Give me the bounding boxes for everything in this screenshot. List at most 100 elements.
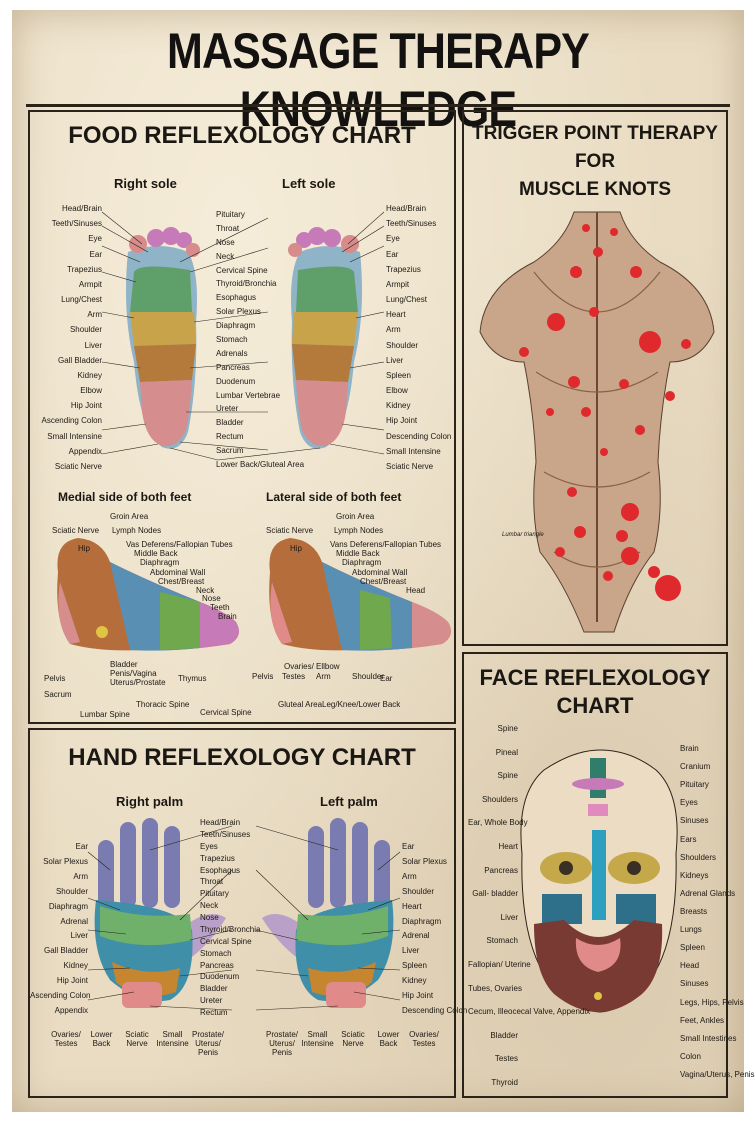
reflex-point-label: Spleen xyxy=(680,943,705,953)
reflex-point-label: Hip xyxy=(78,544,91,553)
reflex-point-label: Nose xyxy=(216,237,235,247)
reflex-point-label: Head/Brain xyxy=(61,204,102,213)
reflex-point-label: Duodenum xyxy=(200,972,240,982)
reflex-point-label: Cecum, Illeocecal Valve, Appendix xyxy=(468,1007,591,1017)
reflex-point-label: Elbow xyxy=(386,386,408,396)
reflex-point-label: Breasts xyxy=(680,907,708,916)
reflex-point-label: Sinuses xyxy=(680,979,709,989)
reflex-point-label: Duodenum xyxy=(216,376,256,386)
reflex-point-label: Spleen xyxy=(386,370,411,380)
reflex-point-label: Eyes xyxy=(680,798,698,808)
reflex-point-label: Liver xyxy=(386,355,404,365)
reflex-point-label: Thyroid xyxy=(491,1078,518,1087)
reflex-point-label: Sciatic Nerve xyxy=(52,526,100,535)
reflex-point-label: Gall- bladder xyxy=(472,889,518,899)
reflex-point-label: Ear xyxy=(402,842,415,851)
lumbar-triangle-caption: Lumbar triangle xyxy=(502,532,544,538)
reflex-point-label: Trapezius xyxy=(67,264,102,274)
reflex-point-label: Ureter xyxy=(216,404,239,414)
reflex-point-label: Solar Plexus xyxy=(402,856,447,866)
reflex-point-label: Solar Plexus xyxy=(43,856,88,866)
reflex-point-label: Liver xyxy=(402,946,420,956)
reflex-point-label: Feet, Ankles xyxy=(680,1015,725,1025)
reflex-point-label: Pineal xyxy=(495,747,518,757)
reflex-point-label: Appendix xyxy=(54,1006,88,1015)
hand-panel-title: HAND REFLEXOLOGY CHART xyxy=(68,744,416,771)
lateral-foot-illustration xyxy=(269,538,451,651)
reflex-point-label: Nose xyxy=(200,913,219,922)
reflex-point-label: Eyes xyxy=(200,841,218,851)
reflex-point-label: Pancreas xyxy=(484,865,518,875)
poster-title: MASSAGE THERAPY KNOWLEDGE xyxy=(167,23,590,137)
reflex-point-label: Shoulder xyxy=(402,886,435,896)
reflex-point-label: Teeth/Sinuses xyxy=(386,219,437,229)
reflex-point-label: Diaphragm xyxy=(140,558,180,567)
trigger-title-line-3: MUSCLE KNOTS xyxy=(519,179,671,200)
reflex-point-label: Bladder xyxy=(200,984,228,994)
reflex-point-label: Appendix xyxy=(68,446,102,456)
reflex-point-label: Leg/Knee/Lower Back xyxy=(322,700,401,709)
reflex-point-label: Neck xyxy=(200,901,219,911)
reflex-point-label: Thoracic Spine xyxy=(136,700,190,709)
reflex-point-label: Middle Back xyxy=(336,549,380,558)
reflex-point-label: Testes xyxy=(282,672,306,681)
reflex-point-label: Bladder xyxy=(110,660,138,669)
back-muscles-illustration xyxy=(479,211,715,633)
reflex-point-label: Testes xyxy=(494,1054,518,1064)
palm-diagrams xyxy=(87,818,401,1011)
reflex-point-label: Eye xyxy=(386,234,400,244)
reflex-point-label: Hip Joint xyxy=(70,401,102,411)
reflex-point-label: Stomach xyxy=(200,948,232,958)
reflex-point-label: Shoulder xyxy=(55,886,88,896)
reflex-point-label: Head xyxy=(406,586,426,595)
reflex-point-label: Cranium xyxy=(680,762,711,772)
reflex-point-label: Nose xyxy=(202,594,221,603)
lateral-side-title: Lateral side of both feet xyxy=(266,490,402,504)
reflex-point-label: Lower Back xyxy=(90,1030,113,1048)
reflex-point-label: Diaphragm xyxy=(402,916,442,926)
reflex-point-label: Hip Joint xyxy=(386,416,418,426)
face-title-line-2: CHART xyxy=(556,693,634,718)
reflex-point-label: Abdominal Wall xyxy=(150,568,206,577)
reflex-point-label: Teeth xyxy=(210,603,230,612)
reflex-point-label: Diaphragm xyxy=(342,558,382,567)
reflex-point-label: Adrenal xyxy=(60,916,88,926)
reflex-point-label: Gall Bladder xyxy=(43,946,88,956)
reflex-point-label: Throat xyxy=(200,877,224,887)
reflex-point-label: Armpit xyxy=(386,279,410,289)
reflex-point-label: Diaphragm xyxy=(216,321,256,331)
reflex-point-label: Sciatic Nerve xyxy=(125,1030,149,1048)
reflex-point-label: Groin Area xyxy=(336,512,375,521)
reflex-point-label: Kidneys xyxy=(680,870,709,880)
reflex-point-label: Ear, Whole Body xyxy=(468,818,528,828)
reflex-point-label: Stomach xyxy=(486,936,518,946)
reflex-point-label: Descending Colon xyxy=(402,1006,468,1015)
reflex-point-label: Sacrum xyxy=(44,690,72,699)
reflex-point-label: Lower Back xyxy=(377,1030,400,1048)
sole-diagrams xyxy=(57,211,451,651)
reflex-point-label: Esophagus xyxy=(200,865,241,875)
reflex-point-label: Middle Back xyxy=(134,549,178,558)
reflex-point-label: Fallopian/ Uterine xyxy=(468,960,531,969)
reflex-point-label: Ear xyxy=(386,249,399,259)
reflex-point-label: Pancreas xyxy=(200,960,234,970)
reflex-point-label: Small Intensine xyxy=(47,431,102,441)
reflex-point-label: Thymus xyxy=(178,674,207,683)
reflex-point-label: Sciatic Nerve xyxy=(266,526,314,535)
reflex-point-label: Vagina/Uterus, Penis xyxy=(680,1070,755,1079)
reflex-point-label: Prostate/ Uterus/ Penis xyxy=(191,1030,224,1057)
reflex-point-label: Sciatic Nerve xyxy=(386,462,434,471)
reflex-point-label: Sciatic Nerve xyxy=(341,1030,365,1048)
reflex-point-label: Uterus/Prostate xyxy=(110,678,166,687)
reflex-point-label: Ascending Colon xyxy=(30,991,91,1001)
reflex-point-label: Trapezius xyxy=(386,264,421,274)
reflex-point-label: Cervical Spine xyxy=(200,708,252,717)
reflex-point-label: Armpit xyxy=(78,279,102,289)
trigger-title: TRIGGER POINT THERAPY FOR MUSCLE KNOTS xyxy=(464,120,726,204)
medial-side-title: Medial side of both feet xyxy=(58,490,192,504)
reflex-point-label: Ovaries/ Testes xyxy=(51,1030,81,1048)
reflex-point-label: Lumbar Spine xyxy=(80,710,130,719)
reflex-point-label: Pituitary xyxy=(216,210,245,219)
reflex-point-label: Head xyxy=(680,961,700,971)
